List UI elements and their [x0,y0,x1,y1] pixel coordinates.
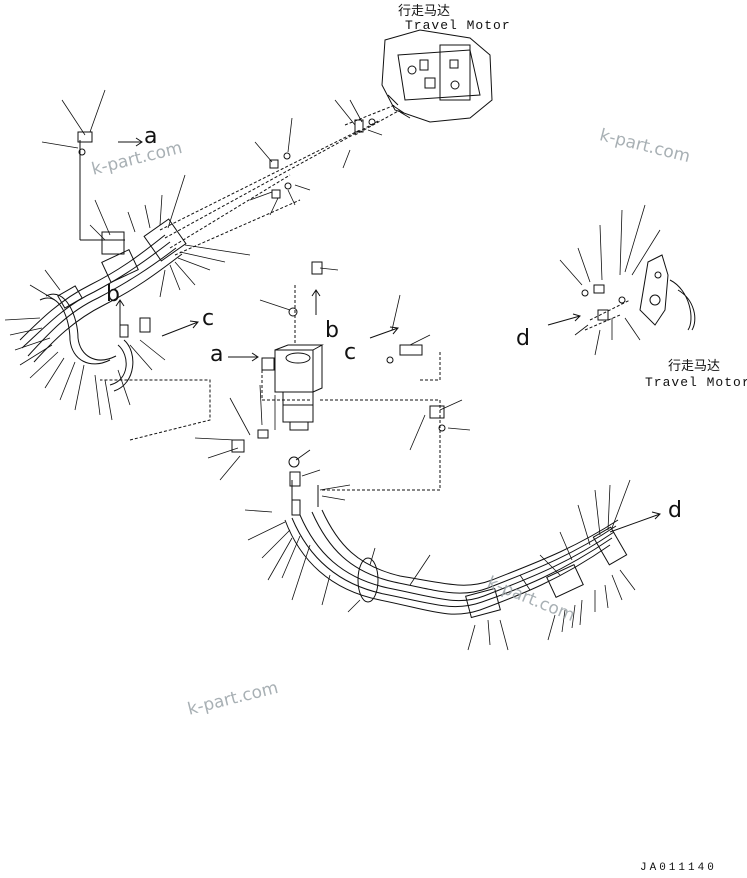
callout-b-center: b [325,318,339,343]
travel-motor-right-label-cn: 行走马达 [668,359,721,374]
dashed-leader-lines [79,104,631,491]
fittings [77,118,626,487]
callout-b-left: b [106,282,120,307]
bottom-hose-bundle-drawing [284,480,628,619]
travel-motor-right-drawing [639,254,696,331]
left-hose-bundle-drawing [19,140,187,392]
callout-c-center: c [344,340,357,365]
travel-motor-top-label-cn: 行走马达 [398,4,451,19]
callout-d-right: d [516,326,530,351]
callout-a-left: a [144,124,158,149]
callout-arrows [115,137,661,533]
callout-d-bottom: d [668,498,682,523]
travel-motor-right-label-en: Travel Motor [645,375,747,390]
travel-motor-top-label-en: Travel Motor [405,18,511,33]
travel-motor-top-drawing [381,29,493,123]
drawing-code: JA011140 [640,862,717,874]
callout-c-left: c [202,306,215,331]
reference-leader-lines [4,89,661,651]
center-swivel-joint-drawing [261,344,324,431]
callout-a-center: a [210,342,224,367]
